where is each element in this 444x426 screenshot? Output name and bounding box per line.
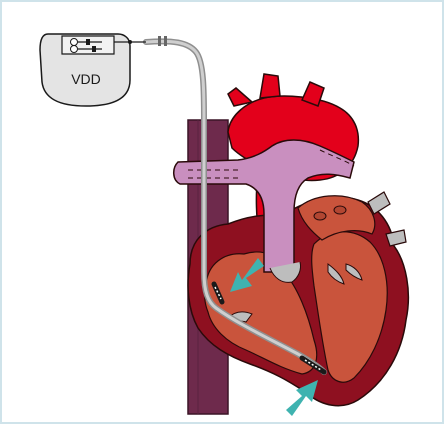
pacemaker-device: VDD	[40, 34, 146, 106]
device-label: VDD	[71, 71, 101, 87]
